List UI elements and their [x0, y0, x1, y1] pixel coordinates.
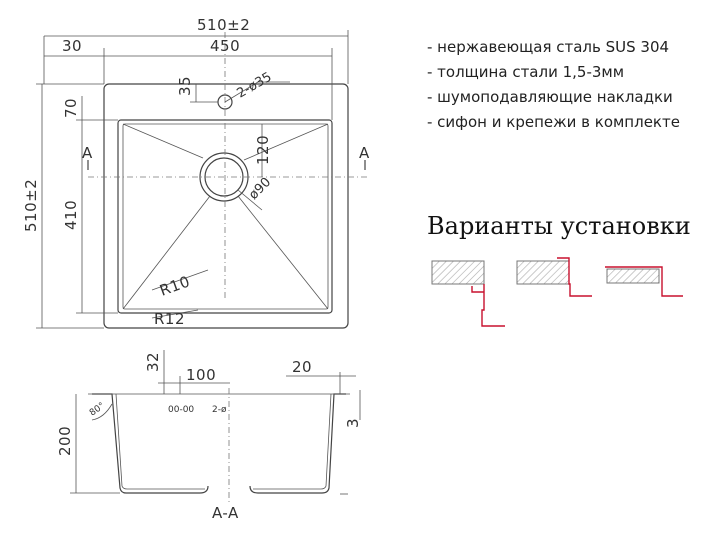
dim-drain: ø90	[246, 175, 274, 203]
dim-200: 200	[56, 426, 74, 456]
spec-noise-pads: - шумоподавляющие накладки	[427, 88, 673, 106]
radius-outer: R12	[154, 310, 185, 328]
spec-thickness: - толщина стали 1,5-3мм	[427, 63, 625, 81]
install-variant-undermount	[431, 260, 505, 327]
install-variants	[431, 257, 683, 327]
section-mark-left: A	[82, 144, 93, 162]
section-mark-right: A	[359, 144, 370, 162]
dim-top-margin: 70	[62, 98, 80, 118]
dim-offset: 30	[62, 37, 82, 55]
dim-overall-width: 510±2	[197, 16, 250, 34]
dim-drain-offset: 120	[254, 135, 272, 165]
dim-20: 20	[292, 358, 312, 376]
holes-label-2: 2-ø	[212, 405, 227, 415]
spec-siphon: - сифон и крепежи в комплекте	[427, 113, 680, 131]
dim-100: 100	[186, 366, 216, 384]
radius-inner: R10	[157, 272, 192, 300]
angle-label: 80°	[88, 401, 107, 418]
dim-32: 32	[144, 352, 162, 372]
install-variant-overmount	[605, 266, 683, 297]
install-variant-flush	[516, 257, 592, 297]
holes-label: 00-00	[168, 405, 194, 415]
section-view: 00-00 2-ø 32 100 20 200 3 80° A-A	[56, 350, 362, 522]
dim-overall-height: 510±2	[22, 179, 40, 232]
sink-outer-rim	[103, 83, 349, 329]
install-variants-title: Варианты установки	[427, 212, 691, 240]
spec-material: - нержавеющая сталь SUS 304	[427, 38, 670, 56]
dim-inner-height: 410	[62, 200, 80, 230]
section-label: A-A	[212, 504, 239, 522]
dim-tap-holes: 2-ø35	[235, 70, 275, 102]
top-view: 510±2 30 450 35 2-ø35 70 120 510±2 410 ø…	[22, 16, 370, 329]
bowl-inner-outline	[122, 123, 329, 310]
dim-3: 3	[344, 418, 362, 428]
dim-inner-width: 450	[210, 37, 240, 55]
section-profile-left	[92, 393, 209, 494]
dim-tap-offset: 35	[176, 76, 194, 96]
section-profile-right	[249, 393, 346, 494]
